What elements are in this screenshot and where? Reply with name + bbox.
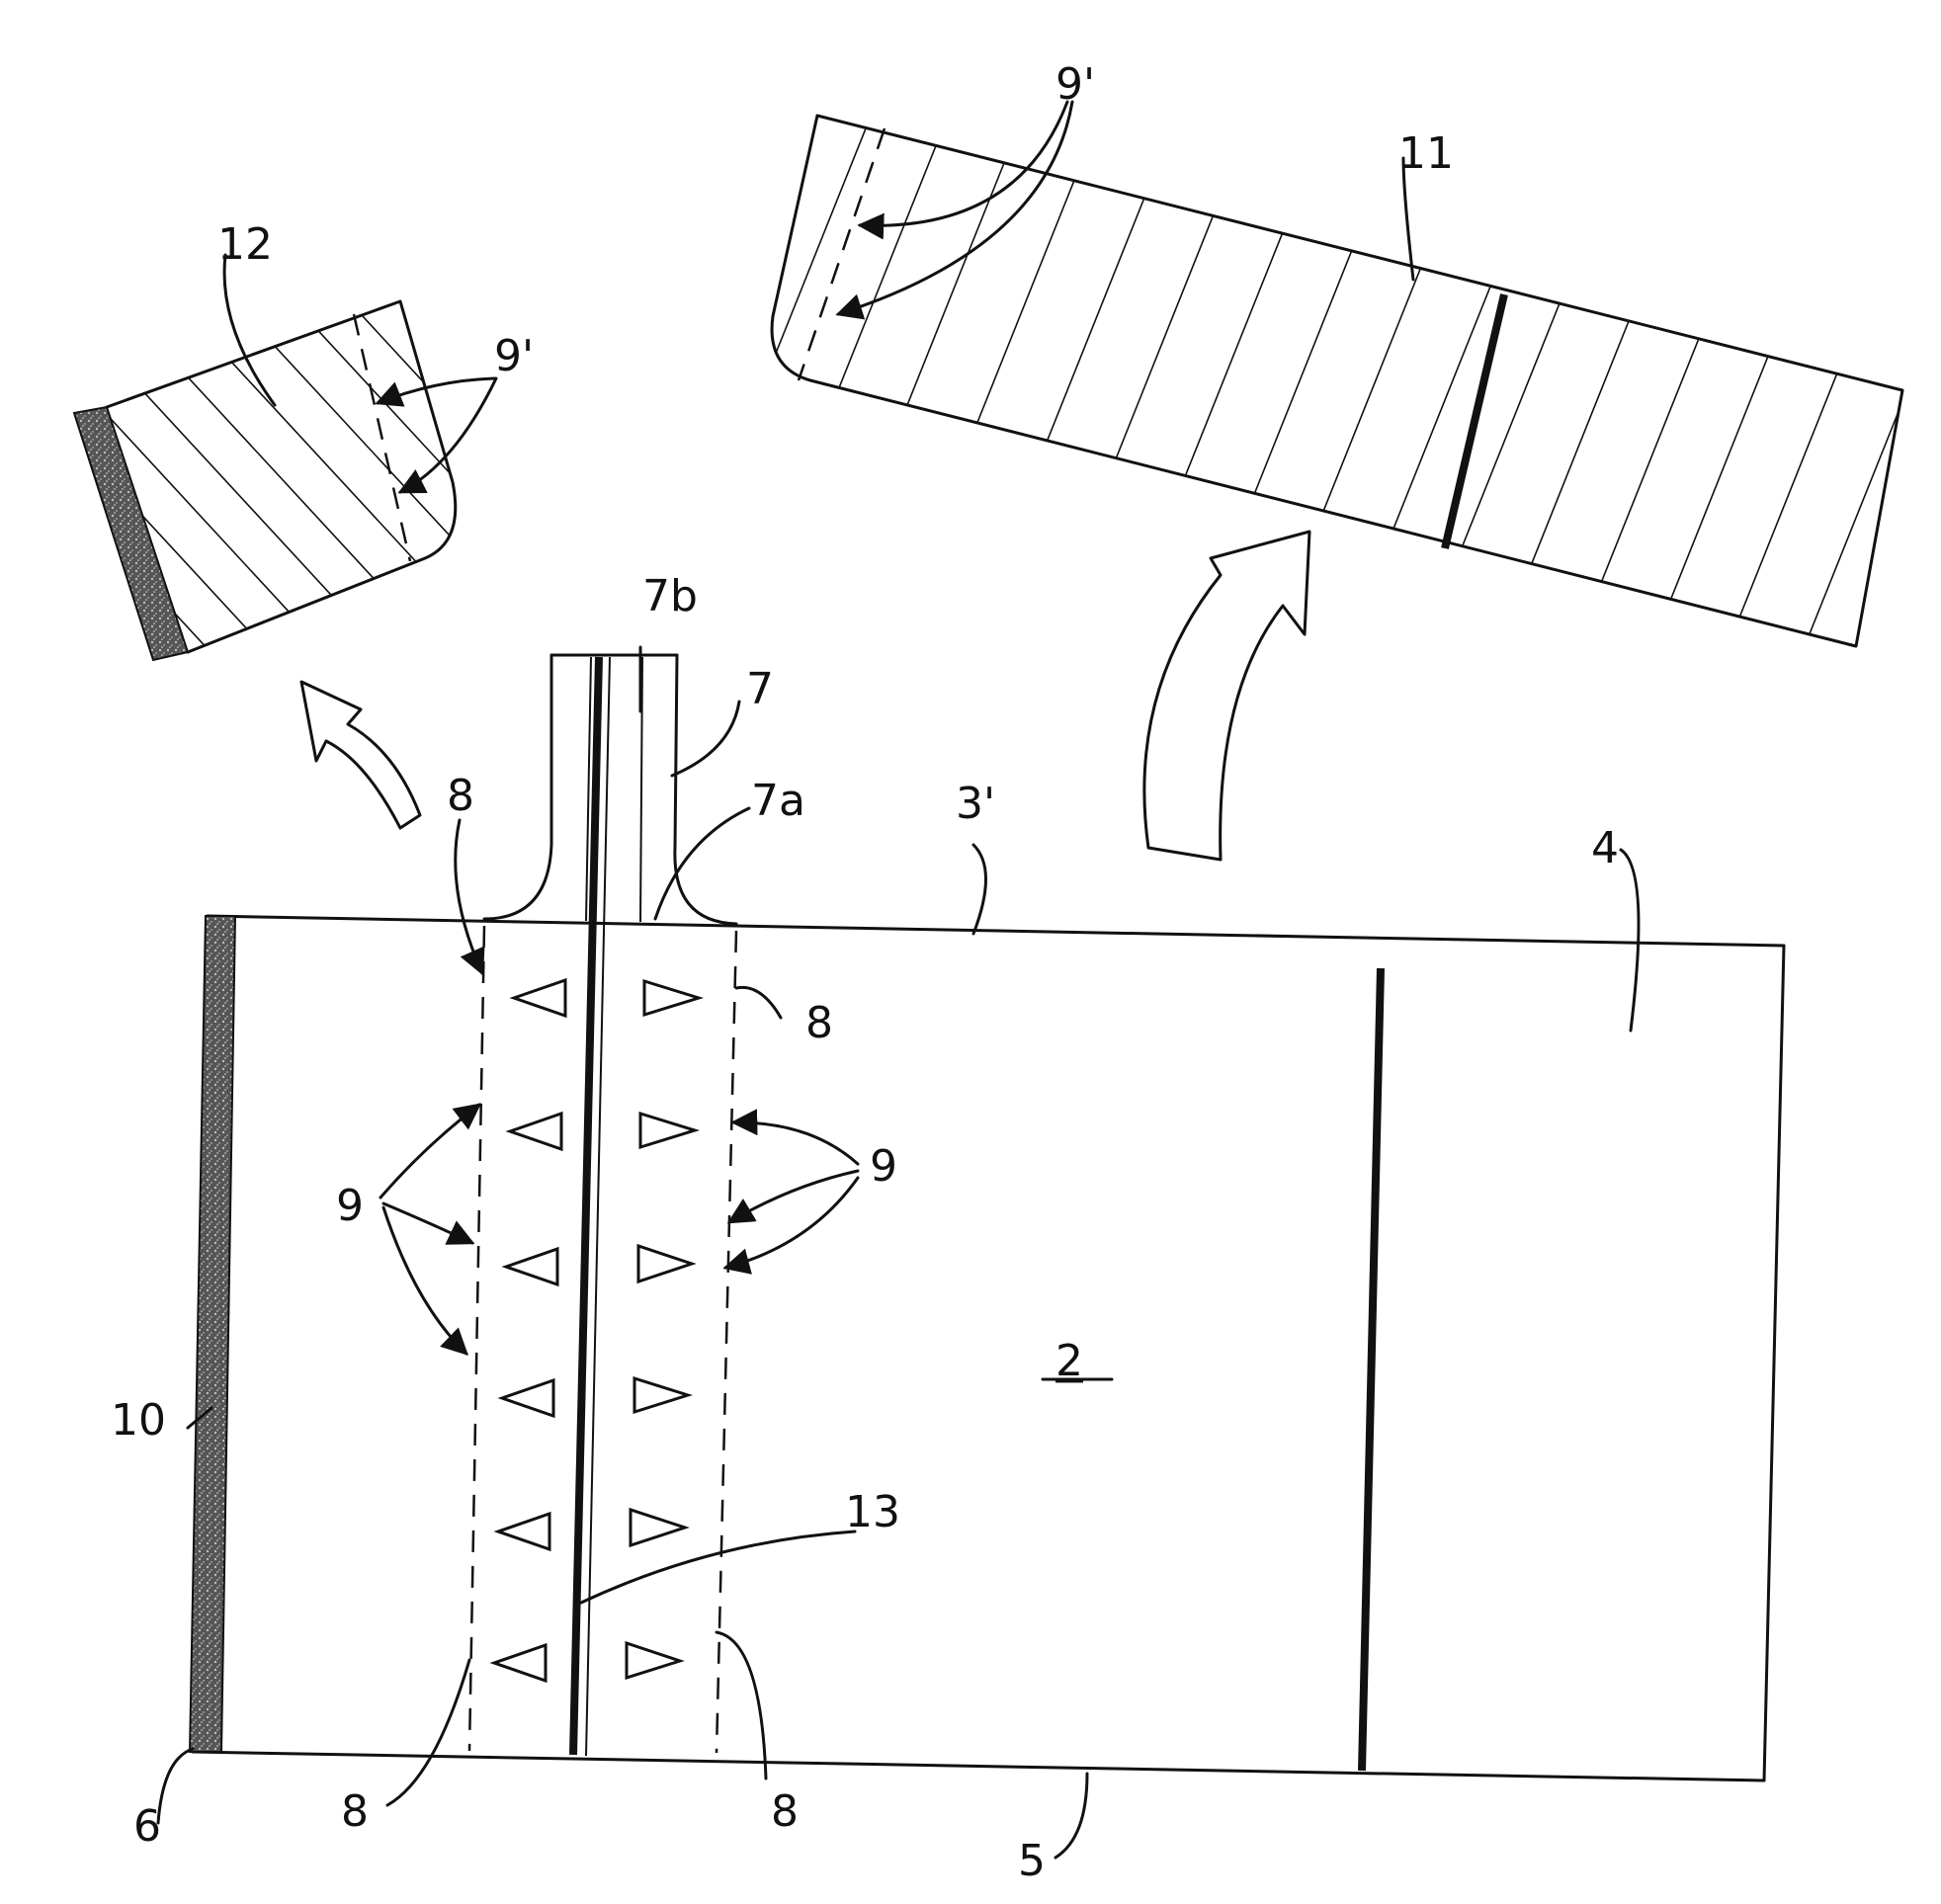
triangle-left-6 [494, 1645, 546, 1681]
triangle-left-1 [514, 980, 565, 1016]
triangles-left [494, 980, 565, 1681]
main-sheet-top-edge [208, 916, 1784, 946]
dashed-line-left [469, 926, 484, 1751]
triangle-right-6 [627, 1643, 680, 1678]
strip [484, 655, 736, 924]
label-center-line: 13 [845, 1487, 900, 1537]
large-section-dashed-line [799, 128, 885, 380]
triangle-left-5 [498, 1514, 549, 1549]
triangle-right-2 [640, 1114, 695, 1147]
strip-left-side [484, 655, 551, 919]
triangle-right-3 [638, 1246, 692, 1282]
label-upper-edge: 3' [956, 779, 995, 829]
label-dashed-line-upper-right: 8 [805, 998, 833, 1048]
label-marks-left: 9 [336, 1181, 364, 1231]
triangles-right [627, 981, 699, 1678]
label-strip-top: 7b [642, 571, 698, 621]
large-section-outline [772, 116, 1902, 646]
triangle-left-4 [502, 1380, 553, 1416]
large-section-divider [1445, 294, 1504, 548]
label-right-region: 4 [1591, 823, 1619, 873]
label-dashed-line-lower-left: 8 [341, 1786, 369, 1837]
label-marks-large-section: 9' [1055, 59, 1095, 110]
large-section-hatching [751, 69, 1941, 704]
triangle-right-4 [634, 1378, 688, 1412]
label-large-section: 11 [1398, 128, 1454, 179]
label-edge-band: 10 [111, 1395, 166, 1446]
leader-lines [158, 102, 1639, 1858]
region-divider-line [1362, 968, 1381, 1771]
large-section [751, 69, 1941, 704]
label-dashed-line-upper-left: 8 [447, 771, 474, 821]
label-marks-small-section: 9' [494, 331, 534, 381]
label-small-section: 12 [217, 219, 273, 270]
edge-band [190, 916, 235, 1752]
label-strip: 7 [746, 664, 774, 714]
label-lower-edge: 5 [1018, 1836, 1046, 1886]
rotation-arrow-right [1144, 532, 1309, 860]
small-section-edge-band [74, 407, 188, 660]
label-dashed-line-lower-right: 8 [771, 1786, 799, 1837]
strip-right-side [675, 655, 736, 924]
reference-labels: 2 3' 4 5 6 7 7a 7b 8 8 8 8 9 9 10 11 12 … [111, 59, 1619, 1886]
triangle-right-1 [644, 981, 699, 1015]
label-marks-right: 9 [870, 1141, 897, 1192]
center-line-thick [573, 657, 599, 1755]
dashed-line-right [717, 931, 736, 1753]
small-section [10, 257, 603, 692]
main-sheet-bottom-edge [193, 1752, 1764, 1780]
triangle-left-2 [510, 1114, 561, 1149]
label-strip-base: 7a [751, 776, 805, 826]
triangle-right-5 [631, 1510, 685, 1545]
rotation-arrow-left [301, 682, 420, 828]
label-left-edge: 6 [133, 1801, 161, 1852]
main-sheet [190, 916, 1784, 1780]
main-sheet-right-edge [1764, 946, 1784, 1780]
triangle-left-3 [506, 1249, 557, 1284]
